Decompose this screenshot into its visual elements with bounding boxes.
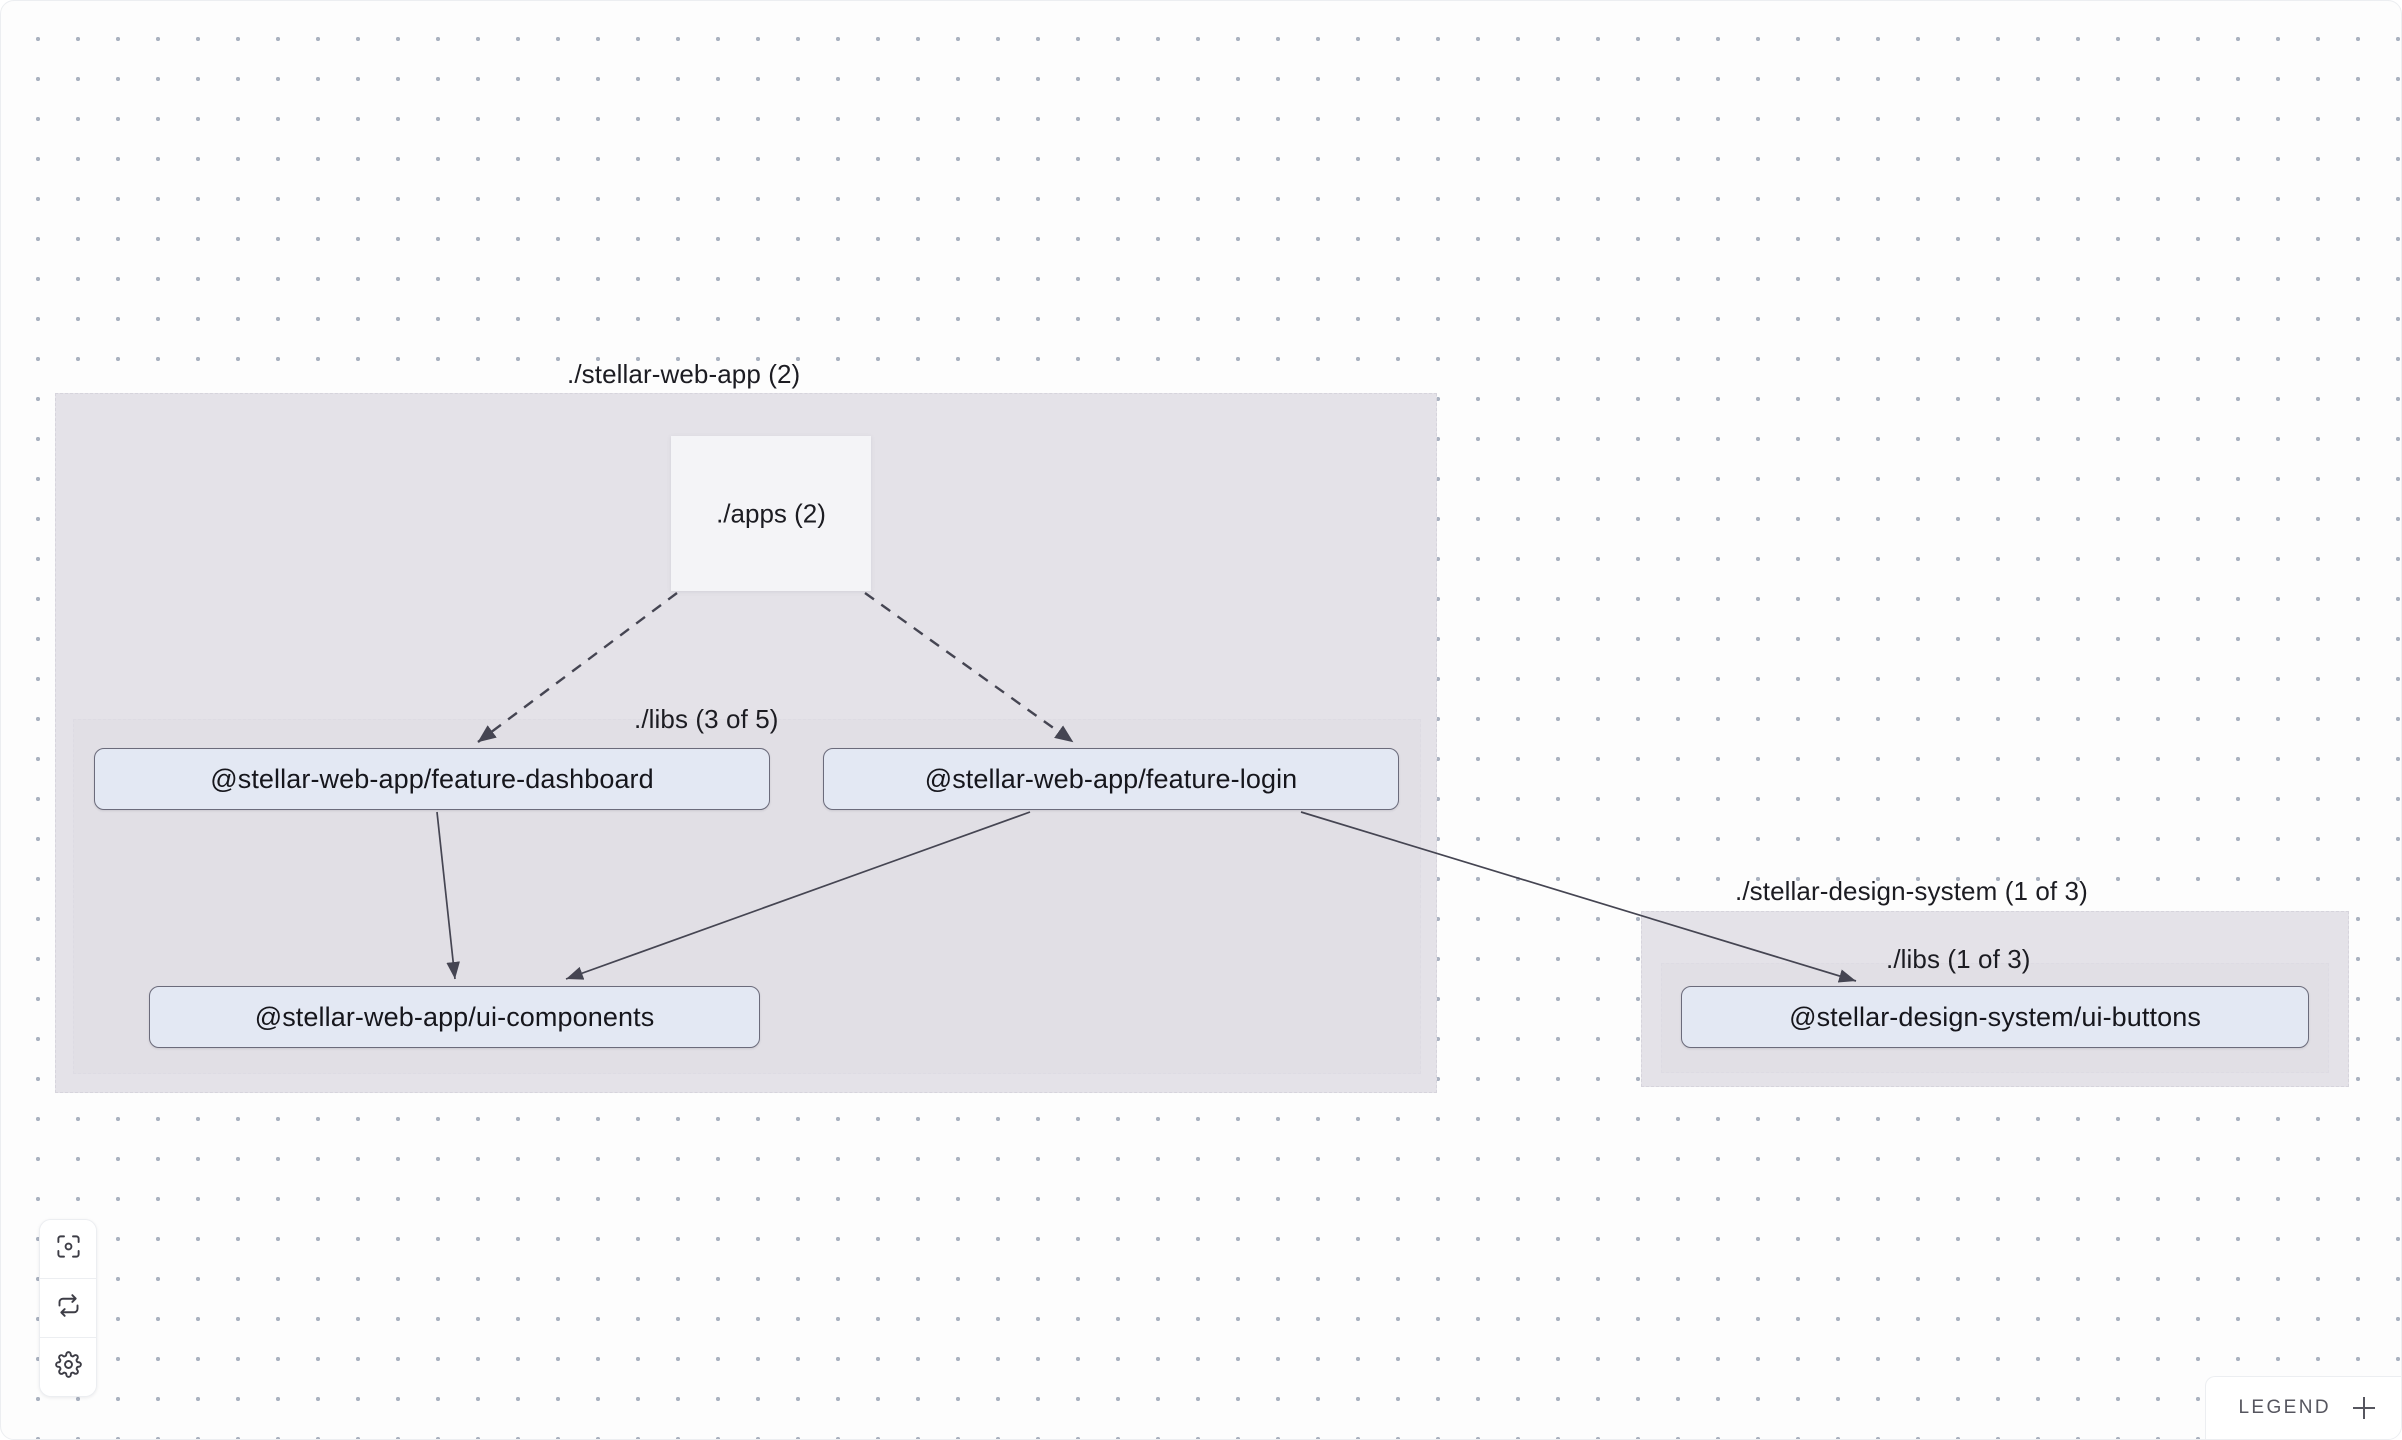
- node-feature-login[interactable]: @stellar-web-app/feature-login: [823, 748, 1399, 810]
- group-label-stellar-design-system: ./stellar-design-system (1 of 3): [1735, 876, 2088, 906]
- subgroup-design-system-libs[interactable]: [1661, 963, 2329, 1073]
- subgroup-label-web-app-libs: ./libs (3 of 5): [634, 704, 779, 734]
- node-ui-components[interactable]: @stellar-web-app/ui-components: [149, 986, 760, 1048]
- legend-label: LEGEND: [2238, 1397, 2331, 1418]
- node-ui-buttons[interactable]: @stellar-design-system/ui-buttons: [1681, 986, 2309, 1048]
- subgroup-label-design-system-libs: ./libs (1 of 3): [1886, 944, 2031, 974]
- node-label: @stellar-web-app/ui-components: [254, 1001, 655, 1032]
- plus-icon[interactable]: [2353, 1397, 2375, 1419]
- folder-body: [671, 454, 871, 591]
- settings-button[interactable]: [40, 1338, 96, 1396]
- node-label: @stellar-web-app/feature-login: [924, 763, 1298, 794]
- folder-label-apps: ./apps (2): [716, 498, 826, 528]
- gear-icon: [54, 1351, 82, 1383]
- group-label-stellar-web-app: ./stellar-web-app (2): [567, 359, 801, 389]
- node-label: @stellar-design-system/ui-buttons: [1789, 1001, 2201, 1032]
- focus-graph-button[interactable]: [40, 1220, 96, 1279]
- folder-apps[interactable]: ./apps (2): [671, 436, 871, 591]
- refresh-icon: [55, 1292, 82, 1324]
- node-label: @stellar-web-app/feature-dashboard: [210, 763, 654, 794]
- node-feature-dashboard[interactable]: @stellar-web-app/feature-dashboard: [94, 748, 770, 810]
- legend-panel[interactable]: LEGEND: [2205, 1376, 2401, 1439]
- refresh-button[interactable]: [40, 1279, 96, 1338]
- canvas-controls: [39, 1219, 97, 1397]
- focus-target-icon: [55, 1233, 82, 1265]
